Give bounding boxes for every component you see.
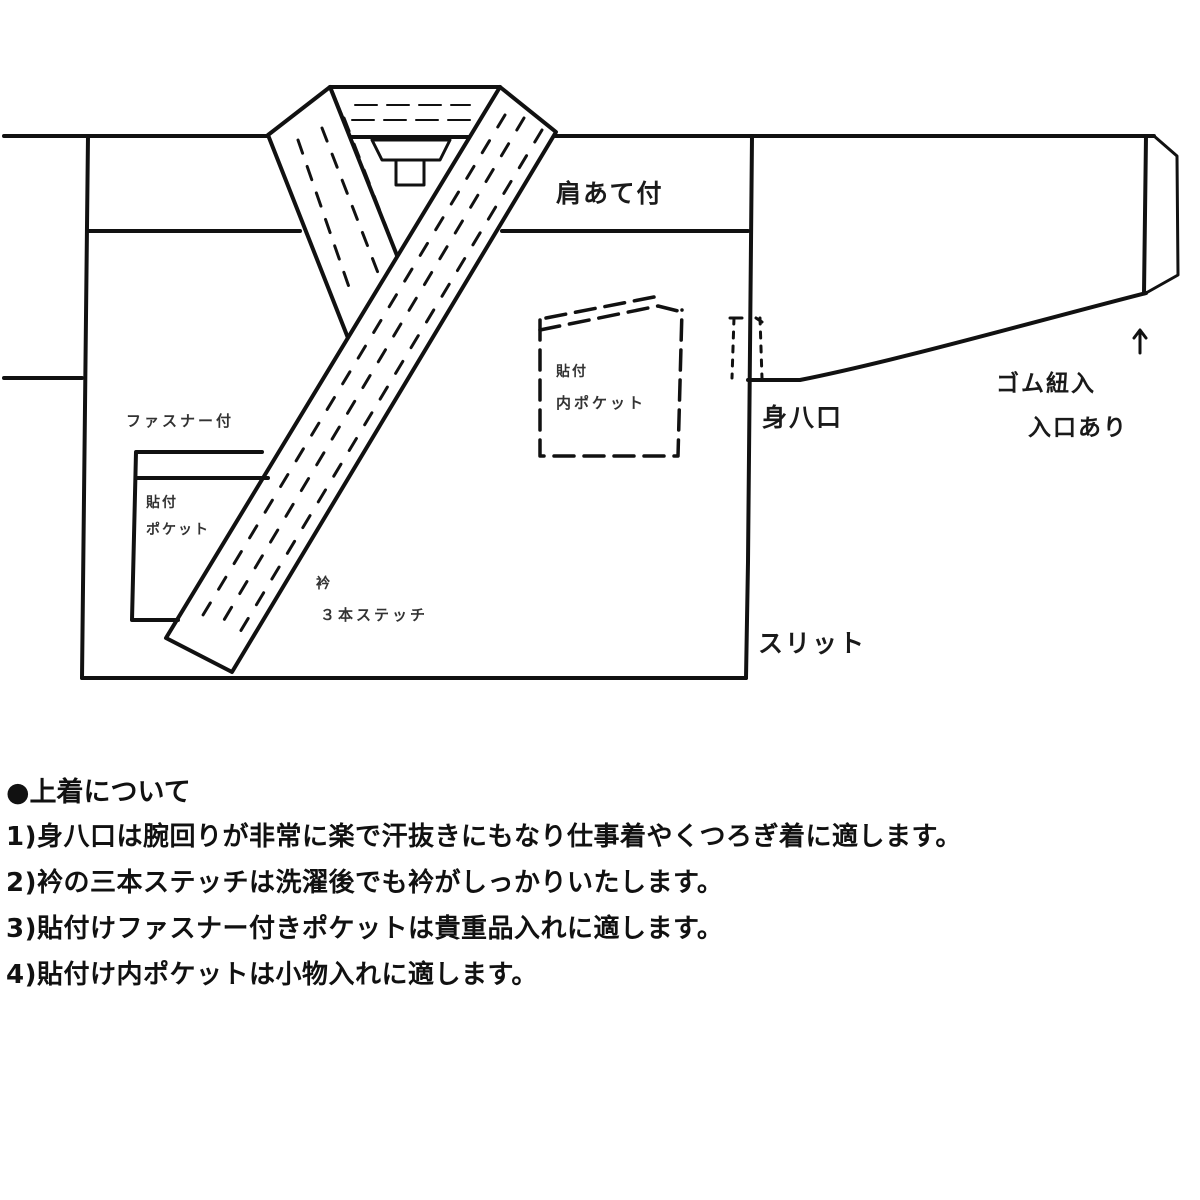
description-item-2: 2)衿の三本ステッチは洗濯後でも衿がしっかりいたします。 <box>6 868 724 898</box>
description-item-3: 3)貼付けファスナー付きポケットは貴重品入れに適します。 <box>6 914 724 944</box>
sleeve-elastic-label-1: ゴム紐入 <box>996 371 1096 397</box>
patch-pocket-label-2: ポケット <box>146 522 210 538</box>
collar-right-band <box>164 85 558 674</box>
inner-pocket-outline <box>538 295 684 458</box>
slit-label: スリット <box>758 629 867 658</box>
sleeve-cuff <box>1142 134 1148 295</box>
underarm-opening-label: 身八口 <box>762 403 844 432</box>
patch-pocket-label-1: 貼付 <box>146 495 178 511</box>
sleeve-cuff-fold <box>1144 134 1180 295</box>
description-item-1: 1)身八口は腕回りが非常に楽で汗抜きにもなり仕事着やくつろぎ着に適します。 <box>6 822 962 852</box>
zipper-label: ファスナー付 <box>126 412 235 430</box>
description-block: ●上着について 1)身八口は腕回りが非常に楽で汗抜きにもなり仕事着やくつろぎ着に… <box>6 772 1200 998</box>
shoulder-patch-label: 肩あて付 <box>556 179 664 208</box>
jacket-line-drawing <box>2 85 1180 680</box>
underarm-opening-stitch <box>730 316 764 380</box>
collar-label-2: ３本ステッチ <box>320 606 429 624</box>
collar-label-1: 衿 <box>316 576 332 592</box>
sleeve-elastic-label-2: 入口あり <box>1028 415 1128 441</box>
jacket-diagram: 肩あて付 貼付 内ポケット 身八口 ゴム紐入 入口あり ファスナー付 貼付 ポケ… <box>2 85 1180 680</box>
inner-pocket-label-1: 貼付 <box>556 364 588 380</box>
right-sleeve-underline <box>746 291 1148 382</box>
description-item-4: 4)貼付け内ポケットは小物入れに適します。 <box>6 960 538 990</box>
patch-pocket <box>130 450 264 622</box>
neck-label-tag <box>370 138 452 162</box>
body-right-edge <box>744 134 754 680</box>
body-left-edge <box>80 134 90 680</box>
description-title: ●上着について <box>6 777 191 808</box>
inner-pocket-label-2: 内ポケット <box>556 394 647 412</box>
